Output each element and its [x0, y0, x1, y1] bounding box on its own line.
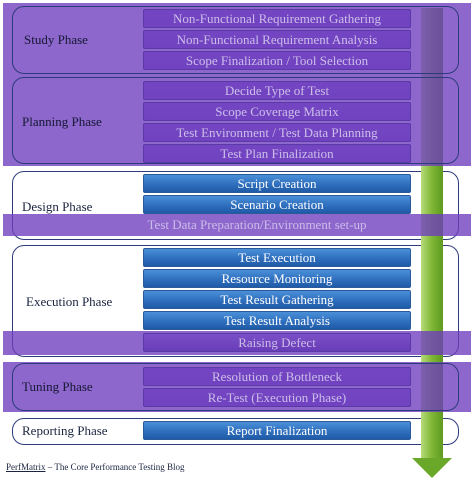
flow-arrow-head: [412, 458, 452, 478]
task-scope-coverage-label: Scope Coverage Matrix: [143, 102, 411, 121]
task-report-finalization: Report Finalization: [143, 421, 411, 440]
study-phase-box: [12, 6, 459, 74]
task-nfr-analysis-label: Non-Functional Requirement Analysis: [143, 30, 411, 49]
task-test-env-planning-label: Test Environment / Test Data Planning: [143, 123, 411, 142]
phase-label-study-top: Study Phase: [24, 32, 88, 47]
task-test-execution: Test Execution: [143, 248, 411, 267]
task-result-analysis: Test Result Analysis: [143, 311, 411, 330]
phase-label-design: Design Phase: [22, 199, 93, 214]
task-scope-finalization-label: Scope Finalization / Tool Selection: [143, 51, 411, 70]
task-test-data-preparation: Test Data Preparation/Environment set-up: [147, 217, 367, 232]
footer-credit: PerfMatrix – The Core Performance Testin…: [6, 462, 185, 472]
footer-tagline: – The Core Performance Testing Blog: [45, 462, 185, 472]
task-script-creation: Script Creation: [143, 174, 411, 193]
task-test-plan-final-label: Test Plan Finalization: [143, 144, 411, 163]
task-nfr-gathering-label: Non-Functional Requirement Gathering: [143, 9, 411, 28]
phase-label-reporting: Reporting Phase: [22, 423, 108, 438]
test-data-overlay: [3, 214, 471, 236]
tuning-phase-box: [12, 363, 459, 411]
phase-label-tuning-top: Tuning Phase: [22, 379, 93, 394]
task-scenario-creation: Scenario Creation: [143, 195, 411, 214]
phase-label-planning-top: Planning Phase: [22, 114, 102, 129]
phase-label-execution: Execution Phase: [26, 294, 113, 309]
footer-brand[interactable]: PerfMatrix: [6, 462, 46, 472]
task-result-gathering: Test Result Gathering: [143, 290, 411, 309]
planning-phase-box: [12, 77, 459, 164]
task-resolution-bottleneck-label: Resolution of Bottleneck: [143, 367, 411, 386]
task-resource-monitoring: Resource Monitoring: [143, 269, 411, 288]
task-raising-defect: Raising Defect: [143, 333, 411, 352]
task-decide-test-type-label: Decide Type of Test: [143, 81, 411, 100]
task-re-test-label: Re-Test (Execution Phase): [143, 388, 411, 407]
tuning-overlay: [3, 362, 471, 412]
